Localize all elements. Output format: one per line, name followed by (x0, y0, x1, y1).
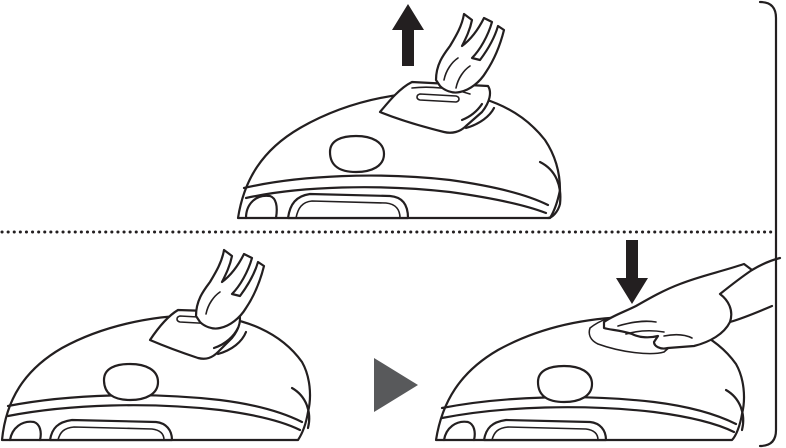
steam-vent (104, 364, 158, 400)
play-triangle-icon (374, 358, 418, 412)
steam-vent (538, 366, 592, 402)
panel-top-remove-cover (238, 4, 560, 218)
steam-vent (330, 136, 384, 172)
display-window (288, 194, 408, 218)
pulling-hand (436, 14, 504, 93)
down-arrow-icon (616, 240, 648, 304)
gripping-hand (196, 250, 264, 329)
up-arrow-icon (392, 4, 424, 66)
panel-bottom-right-press-cover (436, 240, 780, 440)
panel-bottom-left-hold-cover (2, 250, 310, 440)
frame-border (760, 2, 776, 446)
